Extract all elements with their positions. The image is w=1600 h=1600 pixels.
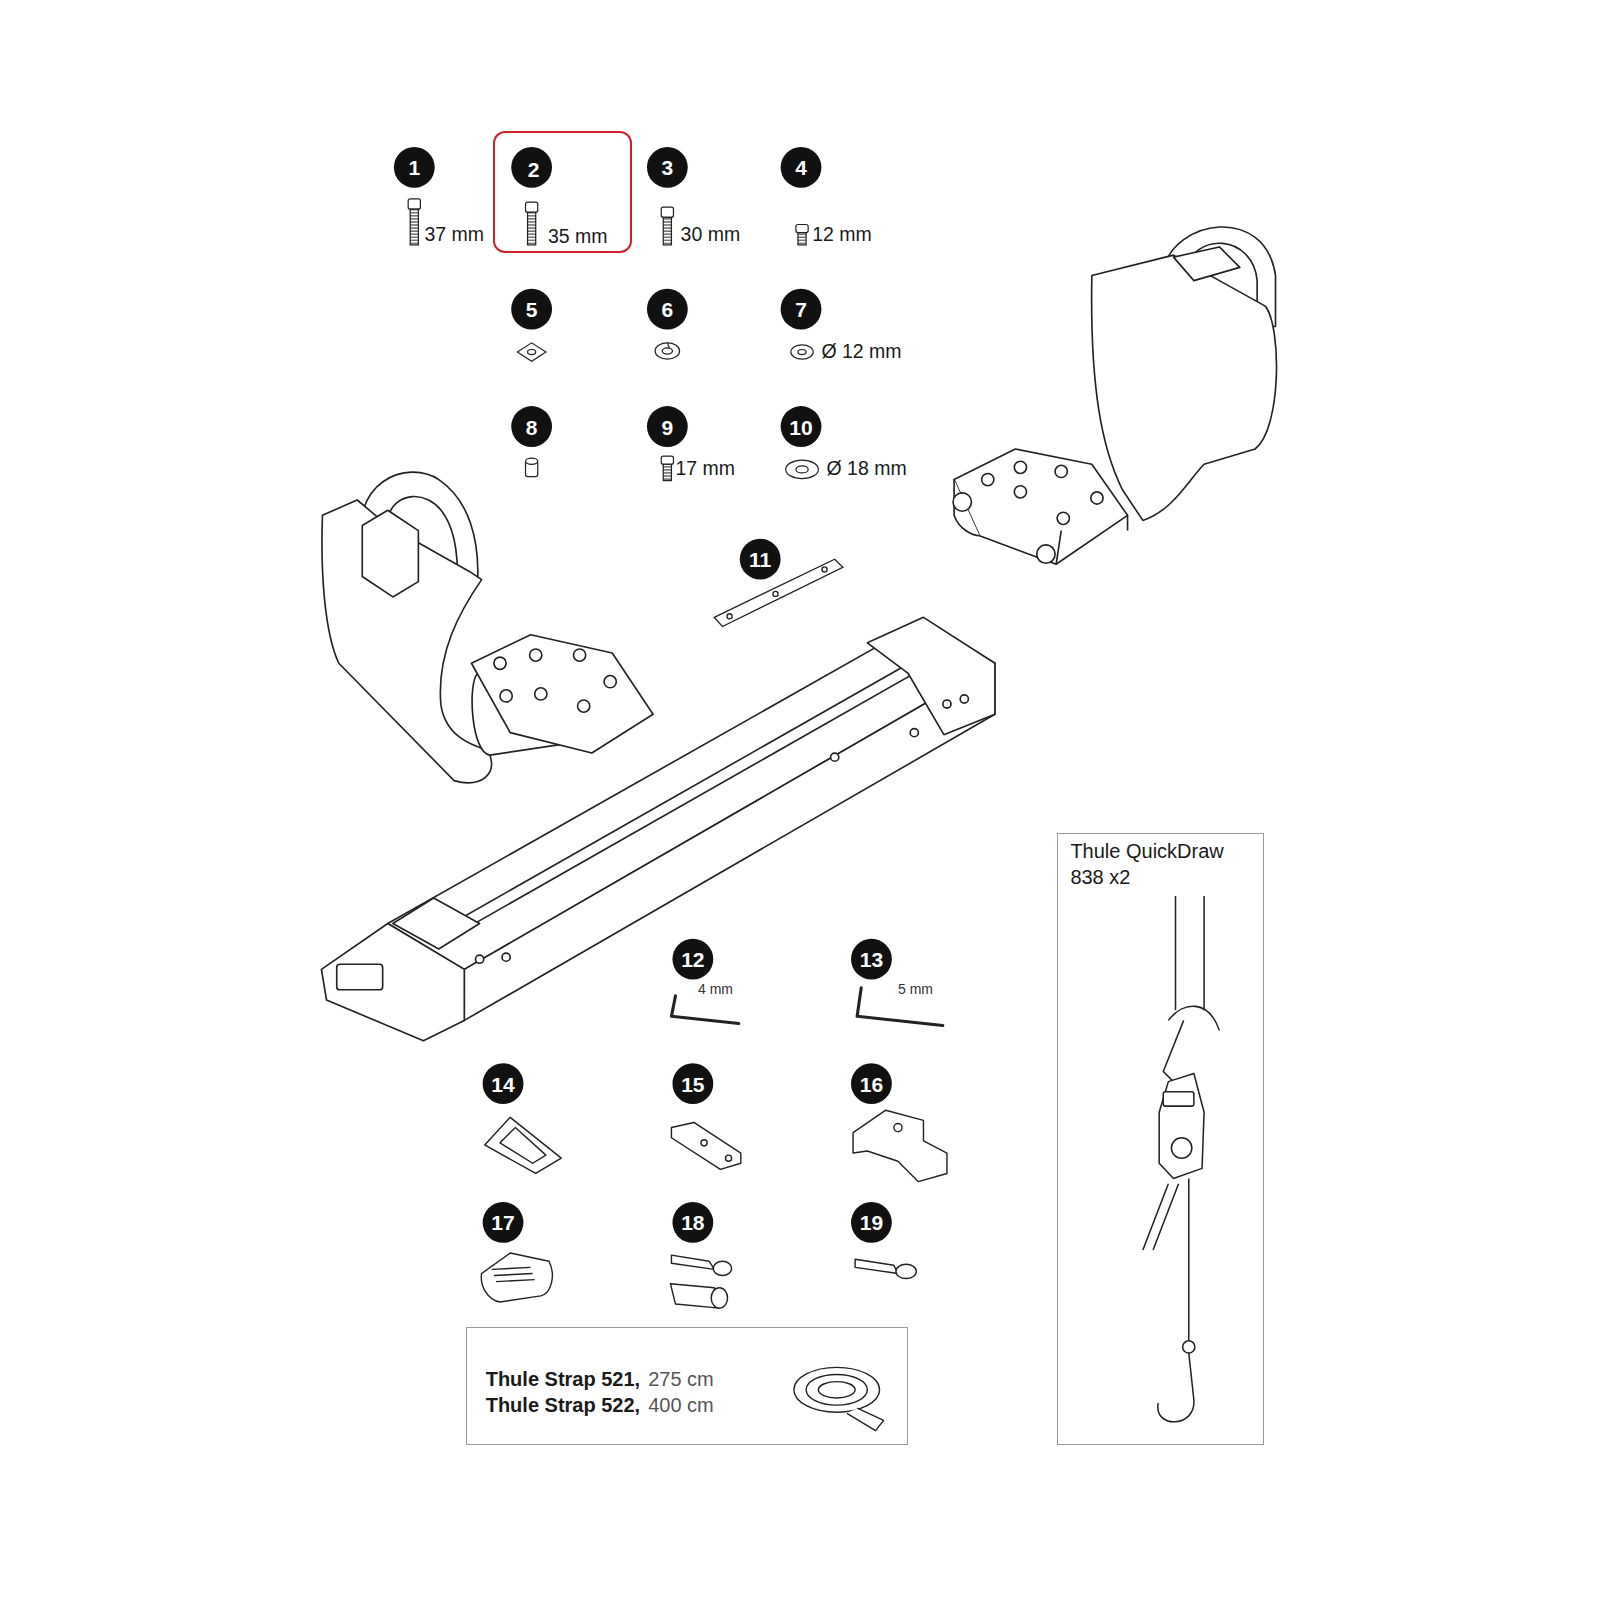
callout-number: 18 <box>681 1212 704 1233</box>
callout-number: 10 <box>789 416 812 437</box>
dimension-label: 37 mm <box>424 224 484 245</box>
part-name: Thule QuickDraw 838 x2 <box>1070 838 1250 890</box>
callout-number: 7 <box>795 299 807 320</box>
quickdraw <box>1143 896 1220 1422</box>
strap-box: Thule Strap 521, 275 cm Thule Strap 522, 40… <box>466 1327 908 1445</box>
dimension-label: 35 mm <box>548 226 608 247</box>
part-name: Thule Strap 522, <box>486 1394 641 1416</box>
callout-number: 12 <box>681 949 704 970</box>
plate <box>714 559 843 626</box>
callout-number: 15 <box>681 1073 704 1094</box>
dimension-label: 5 mm <box>898 982 933 997</box>
load-bar <box>321 617 994 1040</box>
highlight-box: 2 35 mm <box>493 131 632 253</box>
callout-number: 17 <box>491 1212 514 1233</box>
part-length: 400 cm <box>648 1394 714 1416</box>
callout-number: 6 <box>662 299 674 320</box>
dimension-label: 4 mm <box>698 982 733 997</box>
callout-number: 9 <box>662 416 674 437</box>
dimension-label: 30 mm <box>681 224 741 245</box>
washers <box>517 343 818 479</box>
callout-number: 16 <box>860 1073 883 1094</box>
callout-number: 13 <box>860 949 883 970</box>
callout-number: 1 <box>408 157 420 178</box>
callout-number: 5 <box>526 299 538 320</box>
callout-number: 3 <box>662 157 674 178</box>
small-parts <box>481 1110 947 1430</box>
dimension-label: Ø 18 mm <box>827 459 907 480</box>
callout-number: 8 <box>526 416 538 437</box>
left-cradle <box>322 472 653 782</box>
callout-number: 19 <box>860 1212 883 1233</box>
callout-number: 14 <box>491 1073 514 1094</box>
callout-number: 2 <box>528 159 540 180</box>
screws <box>408 199 808 481</box>
callout-number: 11 <box>749 549 771 570</box>
dimension-label: 12 mm <box>812 224 872 245</box>
dimension-label: 17 mm <box>676 459 736 480</box>
callout-number: 4 <box>795 157 807 178</box>
part-name: Thule Strap 521, <box>486 1368 641 1390</box>
dimension-label: Ø 12 mm <box>821 341 901 362</box>
right-cradle <box>953 227 1276 564</box>
part-length: 275 cm <box>648 1368 714 1390</box>
quickdraw-box: Thule QuickDraw 838 x2 <box>1057 833 1264 1445</box>
